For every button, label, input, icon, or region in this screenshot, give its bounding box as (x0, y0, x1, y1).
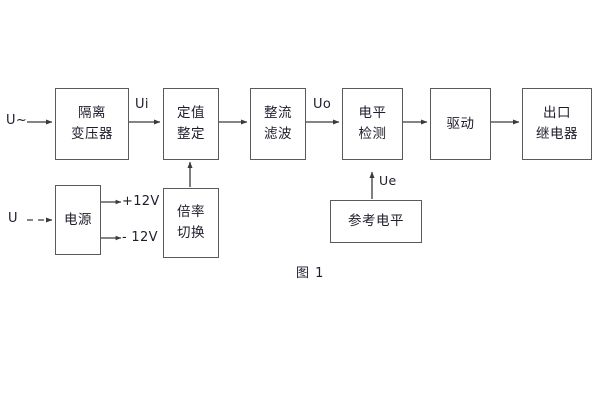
block-line: 定值 (177, 105, 205, 122)
label-signal-ue: Ue (379, 173, 397, 188)
label-input-ac: U~ (6, 113, 28, 128)
block-line: 出口 (543, 105, 571, 122)
block-power-supply[interactable]: 电源 (55, 185, 101, 255)
block-setpoint-setting[interactable]: 定值 整定 (163, 88, 219, 160)
block-line: 驱动 (446, 115, 475, 132)
label-rail-positive: +12V (122, 194, 160, 209)
label-input-dc: U (8, 211, 18, 226)
block-line: 参考电平 (348, 213, 404, 230)
block-line: 继电器 (536, 126, 578, 142)
block-drive[interactable]: 驱动 (430, 88, 491, 160)
block-line: 检测 (358, 126, 387, 142)
block-rectify-filter[interactable]: 整流 滤波 (250, 88, 306, 160)
block-isolation-transformer[interactable]: 隔离 变压器 (55, 88, 129, 160)
block-level-detection[interactable]: 电平 检测 (342, 88, 403, 160)
block-line: 滤波 (264, 126, 292, 142)
block-line: 隔离 (78, 105, 106, 122)
block-multiplier-switch[interactable]: 倍率 切换 (163, 188, 219, 258)
block-line: 整流 (264, 105, 292, 122)
label-signal-uo: Uo (313, 97, 332, 112)
label-rail-negative: - 12V (122, 230, 158, 245)
block-line: 整定 (177, 126, 205, 142)
block-line: 倍率 (177, 204, 205, 221)
block-line: 变压器 (71, 126, 113, 142)
block-line: 电平 (358, 105, 387, 122)
figure-caption: 图 1 (296, 266, 325, 281)
label-signal-ui: Ui (135, 97, 149, 112)
block-reference-level[interactable]: 参考电平 (330, 200, 422, 243)
block-output-relay[interactable]: 出口 继电器 (522, 88, 592, 160)
block-line: 电源 (64, 211, 92, 228)
block-line: 切换 (177, 225, 205, 241)
